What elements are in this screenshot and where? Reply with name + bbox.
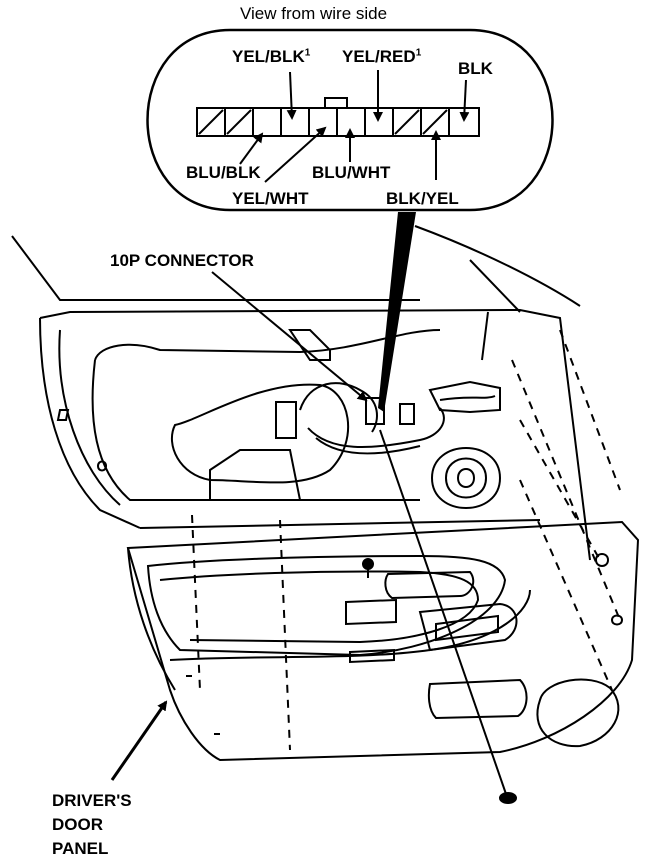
pin-label-blu-wht: BLU/WHT (312, 163, 391, 182)
panel-label-line1: DRIVER'S (52, 791, 132, 810)
door-panel-leader (110, 700, 168, 781)
pin-label-yel-blk: YEL/BLK1 (232, 47, 311, 66)
pin-leader-lines (239, 70, 470, 183)
trim-panel (126, 520, 640, 762)
pin-label-blk-yel: BLK/YEL (386, 189, 459, 208)
pin-label-yel-red: YEL/RED1 (342, 47, 422, 66)
door-shell (11, 225, 591, 561)
callout-pointer-wedge (378, 212, 416, 412)
pin-label-blk: BLK (458, 59, 493, 78)
mounting-screw (362, 429, 517, 804)
panel-label-line3: PANEL (52, 839, 109, 858)
view-caption: View from wire side (240, 4, 388, 23)
pin-label-yel-wht: YEL/WHT (232, 189, 309, 208)
panel-label-line2: DOOR (52, 815, 103, 834)
connector-label-leader (211, 271, 368, 402)
assembly-dashed-lines (191, 329, 621, 751)
pin-label-blu-blk: BLU/BLK (186, 163, 261, 182)
connector-face (196, 97, 480, 137)
connector-label: 10P CONNECTOR (110, 251, 254, 270)
